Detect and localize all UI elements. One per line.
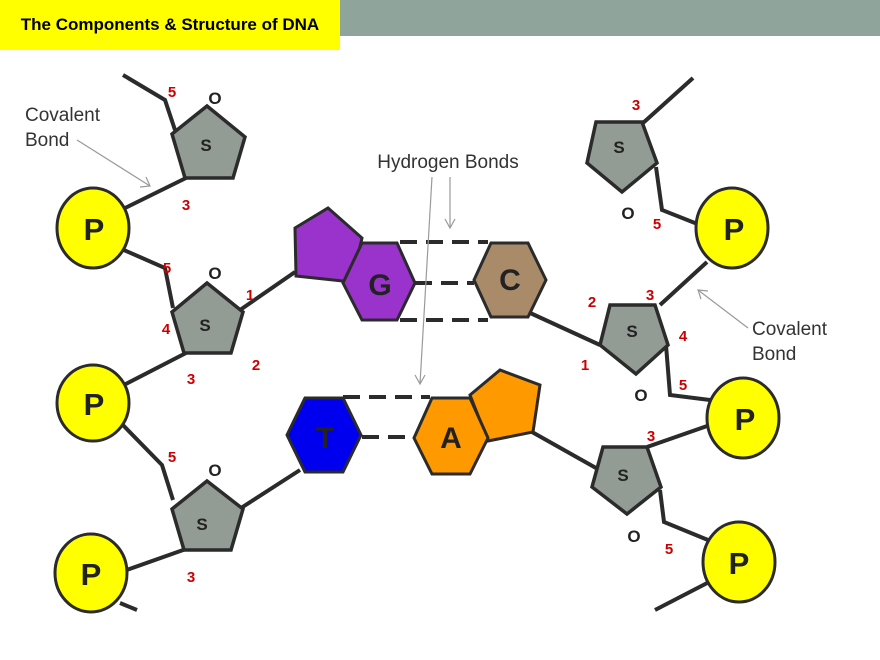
hydrogen-bonds: [343, 240, 488, 439]
oxygen-label: O: [634, 386, 647, 405]
carbon-number: 5: [168, 84, 176, 101]
oxygen-labels: O O O O O O: [208, 89, 647, 546]
sugar-right-3: S: [590, 445, 664, 517]
cytosine-base: C: [472, 241, 548, 319]
sugar-right-2: S: [598, 303, 671, 377]
phosphate-label: P: [84, 387, 105, 422]
oxygen-label: O: [208, 461, 221, 480]
sugar-label: S: [200, 136, 211, 155]
covalent-bond-left-annotation: Covalent Bond: [25, 105, 151, 188]
hydrogen-bonds-annotation: Hydrogen Bonds: [377, 152, 519, 386]
sugar-right-1: S: [585, 120, 660, 195]
oxygen-label: O: [621, 204, 634, 223]
header-stripe: [340, 0, 880, 36]
phosphate-label: P: [729, 546, 750, 581]
oxygen-label: O: [627, 527, 640, 546]
carbon-number: 2: [252, 357, 260, 374]
guanine-label: G: [368, 269, 391, 302]
backbone-bonds: [116, 73, 714, 612]
thymine-base: T: [285, 396, 363, 474]
adenine-label: A: [440, 422, 462, 455]
hydrogen-bonds-label: Hydrogen Bonds: [377, 152, 519, 173]
phosphate-label: P: [735, 402, 756, 437]
carbon-number: 3: [187, 371, 195, 388]
sugar-label: S: [196, 515, 207, 534]
sugar-label: S: [199, 316, 210, 335]
sugar-left-2: S: [169, 280, 246, 355]
phosphate-left-3: P: [53, 532, 129, 614]
slide-title-text: The Components & Structure of DNA: [20, 15, 320, 34]
carbon-number: 5: [653, 216, 661, 233]
carbon-number: 3: [646, 287, 654, 304]
sugar-left-3: S: [169, 478, 246, 552]
covalent-bond-right-annotation: Covalent Bond: [697, 289, 828, 365]
carbon-number: 5: [679, 377, 687, 394]
oxygen-label: O: [208, 264, 221, 283]
carbon-number: 5: [163, 260, 171, 277]
sugar-label: S: [626, 322, 637, 341]
carbon-number: 5: [168, 449, 176, 466]
covalent-left-line1: Covalent: [25, 105, 101, 126]
carbon-numbers: 5 3 5 1 4 2 3 5 3 3 5 2 3 4 1 5 3 5: [162, 84, 688, 586]
sugar-label: S: [613, 138, 624, 157]
covalent-right-line1: Covalent: [752, 319, 828, 340]
slide-title: The Components & Structure of DNA: [0, 0, 340, 50]
cytosine-label: C: [499, 264, 521, 297]
phosphate-right-3: P: [701, 520, 777, 604]
carbon-number: 3: [632, 97, 640, 114]
thymine-label: T: [316, 422, 334, 455]
carbon-number: 4: [162, 321, 171, 338]
sugar-left-1: S: [169, 103, 248, 180]
phosphate-label: P: [84, 212, 105, 247]
phosphate-label: P: [724, 212, 745, 247]
carbon-number: 1: [581, 357, 589, 374]
carbon-number: 1: [246, 287, 254, 304]
carbon-number: 4: [679, 328, 688, 345]
carbon-number: 5: [665, 541, 673, 558]
phosphate-right-1: P: [694, 186, 770, 270]
carbon-number: 3: [182, 197, 190, 214]
carbon-number: 2: [588, 294, 596, 311]
carbon-number: 3: [187, 569, 195, 586]
phosphate-left-1: P: [55, 186, 131, 270]
phosphate-label: P: [81, 557, 102, 592]
oxygen-label: O: [208, 89, 221, 108]
guanine-base: G: [293, 206, 417, 322]
covalent-right-line2: Bond: [752, 344, 796, 365]
sugar-label: S: [617, 466, 628, 485]
carbon-number: 3: [647, 428, 655, 445]
adenine-base: A: [412, 368, 542, 476]
covalent-left-line2: Bond: [25, 130, 69, 151]
phosphate-left-2: P: [55, 363, 131, 443]
phosphate-right-2: P: [705, 376, 781, 460]
